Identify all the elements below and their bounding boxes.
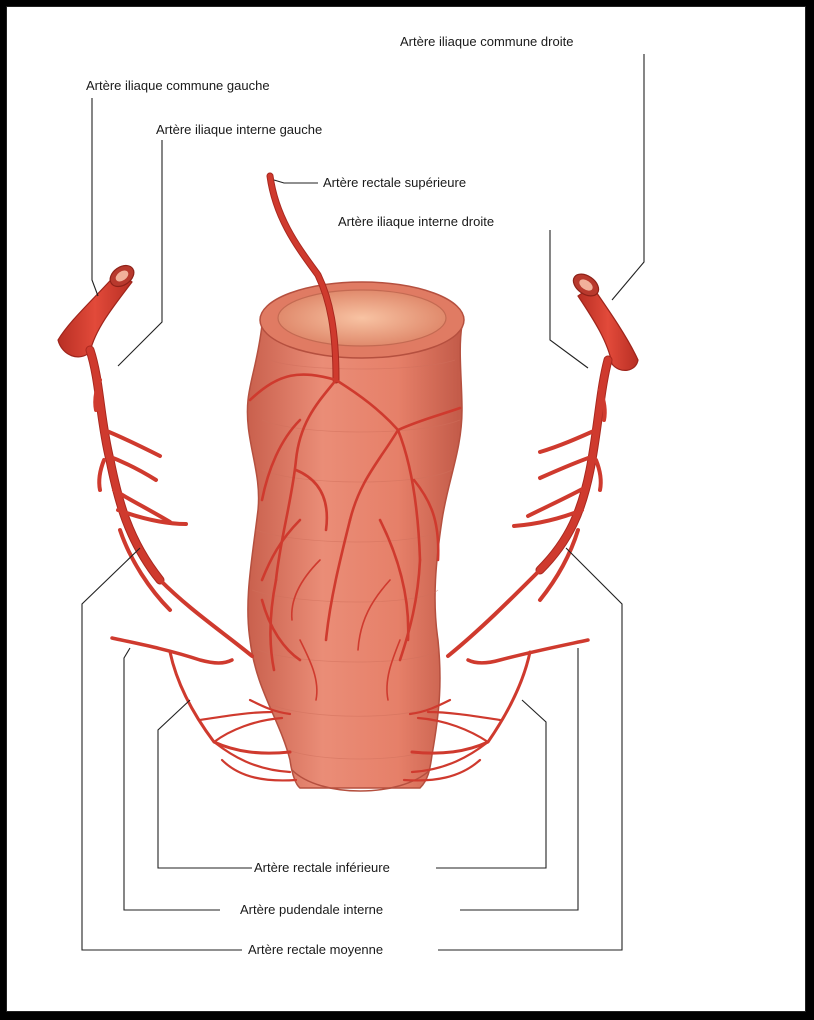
- label-internal-pudendal: Artère pudendale interne: [238, 902, 385, 918]
- label-middle-rectal: Artère rectale moyenne: [246, 942, 385, 958]
- label-internal-iliac-left: Artère iliaque interne gauche: [154, 122, 324, 138]
- label-superior-rectal: Artère rectale supérieure: [321, 175, 468, 191]
- label-inferior-rectal: Artère rectale inférieure: [252, 860, 392, 876]
- label-common-iliac-left: Artère iliaque commune gauche: [84, 78, 272, 94]
- rectum: [247, 282, 464, 791]
- label-internal-iliac-right: Artère iliaque interne droite: [336, 214, 496, 230]
- label-common-iliac-right: Artère iliaque commune droite: [398, 34, 575, 50]
